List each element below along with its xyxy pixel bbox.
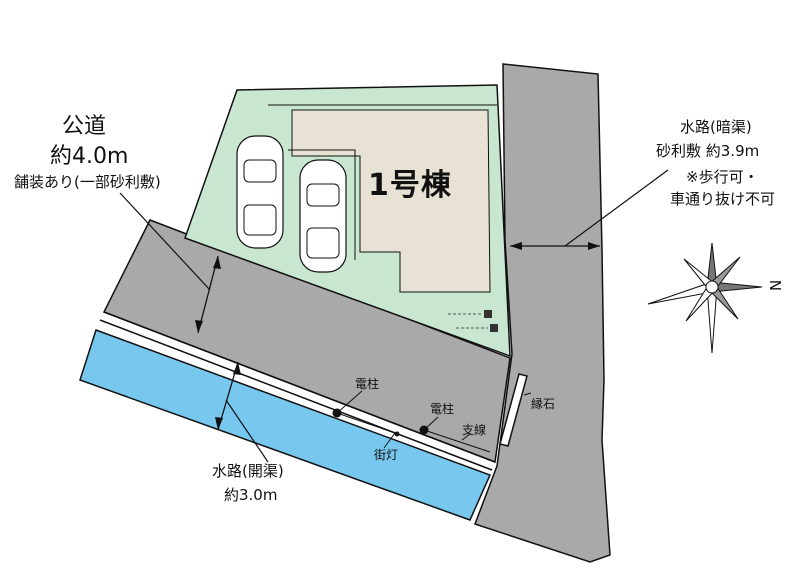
building-footprint bbox=[291, 109, 491, 293]
culvert-note-1: ※歩行可・ bbox=[686, 168, 759, 186]
open-waterway-title: 水路(開渠) bbox=[212, 462, 284, 480]
lot-boundary-mark bbox=[288, 149, 356, 260]
curb-stone bbox=[499, 373, 532, 447]
leader-line bbox=[225, 399, 269, 463]
guy-wire-line bbox=[423, 429, 491, 453]
streetlight-label: 街灯 bbox=[374, 448, 399, 462]
leader-line bbox=[423, 416, 439, 431]
leader-line bbox=[119, 192, 211, 291]
culvert-width-dimension bbox=[510, 242, 600, 250]
building-label: 1号棟 bbox=[368, 168, 452, 203]
utility-pole-1-label: 電柱 bbox=[355, 377, 380, 391]
compass-icon bbox=[647, 242, 763, 354]
car-icon bbox=[236, 135, 284, 249]
road-edge-line bbox=[103, 311, 496, 463]
leader-line bbox=[461, 433, 471, 441]
compass-north-label: N bbox=[765, 279, 784, 291]
leader-line bbox=[564, 169, 669, 247]
open-waterway bbox=[79, 329, 492, 521]
waterway-width-dimension bbox=[215, 361, 241, 431]
public-road-width: 約4.0m bbox=[50, 144, 129, 169]
culvert-note-2: 車通り抜け不可 bbox=[670, 190, 776, 208]
meter-icon bbox=[448, 310, 498, 332]
open-waterway-width: 約3.0m bbox=[224, 486, 278, 504]
public-road-title: 公道 bbox=[62, 114, 107, 139]
curb-label: 縁石 bbox=[531, 397, 556, 411]
utility-pole-2-label: 電柱 bbox=[430, 402, 455, 416]
culvert-detail: 砂利敷 約3.9m bbox=[656, 142, 760, 160]
streetlight-icon bbox=[336, 412, 400, 449]
public-road-surface: 舗装あり(一部砂利敷) bbox=[14, 173, 161, 191]
road-edge-line bbox=[99, 319, 493, 471]
car-icon bbox=[299, 159, 347, 273]
leader-line bbox=[336, 390, 363, 414]
road-width-dimension bbox=[195, 255, 221, 334]
culvert-title: 水路(暗渠) bbox=[680, 118, 752, 136]
guy-wire-label: 支線 bbox=[462, 423, 487, 437]
